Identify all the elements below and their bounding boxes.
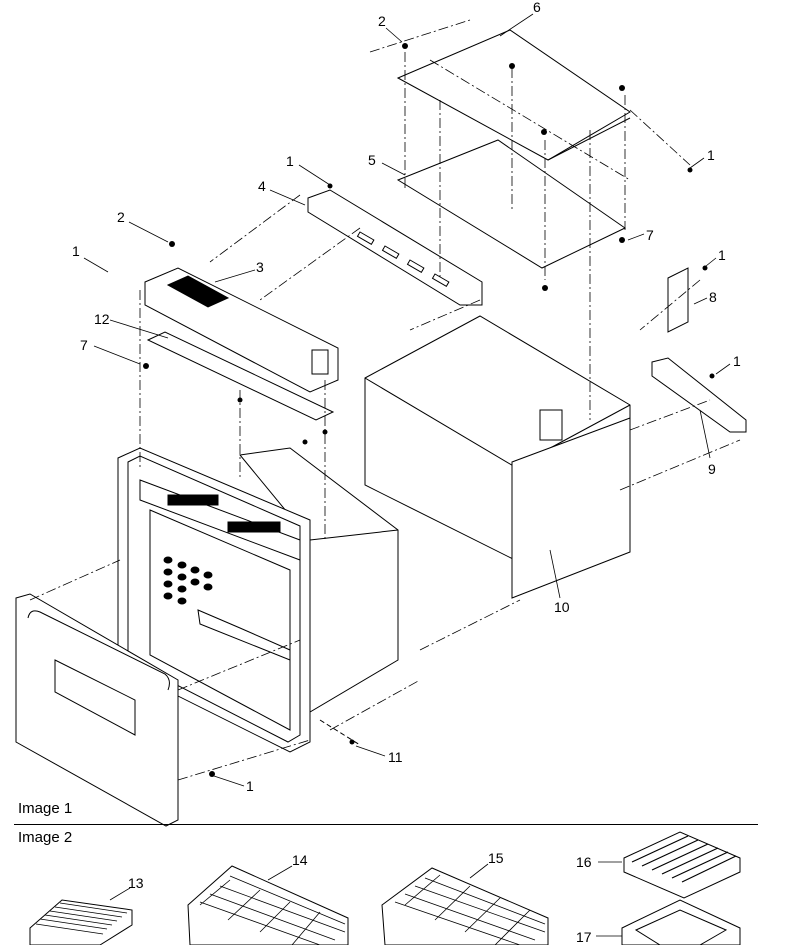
callout-17: 17 (576, 929, 592, 945)
callout-15: 15 (488, 850, 504, 866)
broil-pan-17 (621, 899, 741, 945)
callout-1-left: 1 (72, 243, 80, 259)
callout-9: 9 (708, 461, 716, 477)
callout-11: 11 (388, 749, 403, 765)
broil-grid-16 (623, 831, 741, 899)
callout-8: 8 (709, 289, 717, 305)
callout-4: 4 (258, 178, 266, 194)
callout-14: 14 (292, 852, 308, 868)
callout-6: 6 (533, 0, 541, 15)
callout-5: 5 (368, 152, 376, 168)
section-divider (14, 824, 758, 825)
side-panel (511, 417, 631, 599)
rack-13 (29, 899, 133, 945)
callout-3: 3 (256, 259, 264, 275)
callout-2-left: 2 (117, 209, 125, 225)
callout-1-rear: 1 (286, 153, 294, 169)
image-2-caption: Image 2 (18, 829, 73, 846)
callout-1-door: 1 (246, 778, 254, 794)
callout-1-bracket: 1 (718, 247, 726, 263)
callout-16: 16 (576, 854, 592, 870)
door-window (54, 659, 136, 736)
callout-1-trim: 1 (733, 353, 741, 369)
callout-1-top-right: 1 (707, 147, 715, 163)
top-cover-panel (396, 29, 631, 161)
callout-7-right: 7 (646, 227, 654, 243)
side-trim-strip (651, 357, 747, 433)
bracket-plate (146, 331, 335, 421)
callout-2-top: 2 (378, 13, 386, 29)
callout-7-left: 7 (80, 337, 88, 353)
small-bracket (667, 267, 689, 333)
rack-14 (187, 865, 349, 945)
callout-10: 10 (554, 599, 570, 615)
insulation-panel (396, 139, 626, 269)
callout-13: 13 (128, 875, 144, 891)
image-1-caption: Image 1 (18, 800, 73, 817)
rack-15 (381, 867, 549, 945)
callout-12: 12 (94, 311, 110, 327)
